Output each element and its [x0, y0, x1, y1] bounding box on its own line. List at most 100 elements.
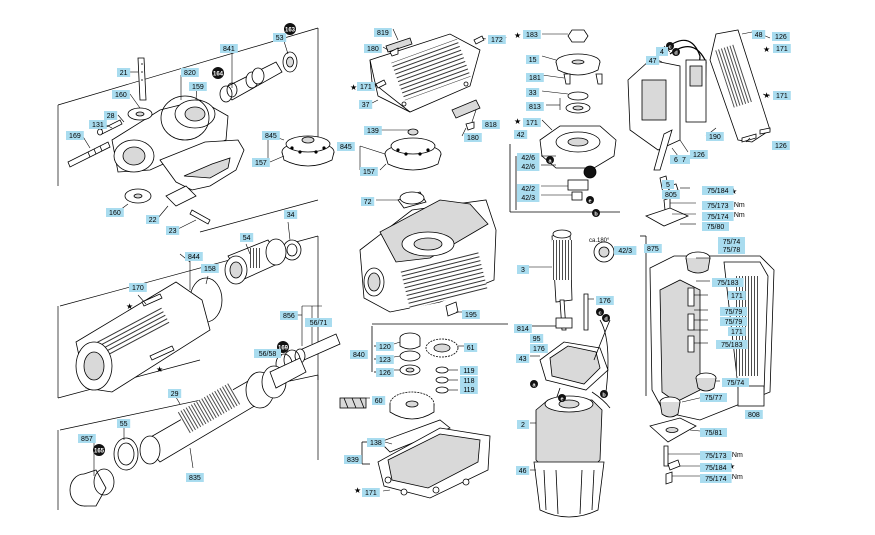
label-text: 120	[379, 344, 391, 351]
label-box	[700, 474, 732, 483]
part-label-75174b: 75/174	[700, 474, 732, 483]
label-box	[596, 296, 614, 305]
part-label-7580: 75/80	[702, 222, 729, 231]
callout-b-top: b	[592, 209, 600, 217]
part-label-75184a: 75/184	[702, 186, 734, 195]
label-text: 61	[467, 345, 475, 352]
part-label-126: 126	[376, 368, 394, 377]
part-label-176a: 176	[596, 296, 614, 305]
part-label-856: 856	[280, 311, 298, 320]
part-label-29: 29	[168, 389, 182, 398]
part-label-181: 181	[526, 73, 544, 82]
label-text: 75/74	[727, 380, 745, 387]
label-box	[254, 349, 281, 358]
label-text: 55	[120, 421, 128, 428]
label-text: 139	[367, 128, 379, 135]
label-text: 819	[377, 30, 389, 37]
label-box	[720, 307, 747, 316]
label-box	[112, 90, 130, 99]
part-label-813: 813	[526, 102, 544, 111]
label-box	[523, 30, 541, 39]
part-label-54: 54	[240, 233, 254, 242]
torque-note: 3Nm	[728, 474, 743, 481]
part-label-157a: 157	[252, 158, 270, 167]
label-text: 126	[693, 152, 705, 159]
label-text: 75/174	[707, 214, 729, 221]
label-text: 126	[379, 370, 391, 377]
label-text: 75/74	[723, 239, 741, 246]
label-box	[702, 201, 734, 210]
part-label-28: 28	[104, 111, 118, 120]
label-text: 42/6	[521, 155, 535, 162]
svg-text:e: e	[560, 396, 563, 402]
label-box	[337, 142, 355, 151]
label-box	[66, 131, 84, 140]
label-box	[117, 419, 131, 428]
part-label-72: 72	[361, 197, 375, 206]
label-text: 835	[189, 475, 201, 482]
label-box	[526, 88, 540, 97]
motor-column-group	[509, 29, 620, 518]
label-text: 53	[276, 35, 284, 42]
label-box	[460, 366, 478, 375]
svg-text:d: d	[604, 316, 607, 322]
label-text: 75/78	[723, 247, 741, 254]
label-text: 22	[149, 217, 157, 224]
label-box	[514, 324, 532, 333]
svg-text:164: 164	[213, 72, 224, 78]
part-label-75173a: 75/173	[702, 201, 734, 210]
label-box	[344, 455, 362, 464]
part-label-426a: 42/6	[517, 153, 540, 162]
label-box	[374, 28, 392, 37]
label-box	[517, 420, 529, 429]
label-text: 119	[463, 387, 474, 394]
part-label-34: 34	[284, 210, 298, 219]
label-box	[305, 318, 332, 327]
part-label-170: 170	[129, 283, 147, 292]
label-box	[772, 32, 790, 41]
label-box	[362, 488, 380, 497]
torque-notes: 3 Nm 3 Nm 3Nm 3Nm ca.180°	[589, 202, 745, 481]
callout-d-top: d	[672, 48, 680, 56]
label-box	[181, 68, 199, 77]
label-text: 171	[360, 84, 372, 91]
part-label-171g: 171	[728, 327, 746, 336]
label-box	[517, 193, 540, 202]
label-box	[706, 132, 724, 141]
part-label-835: 835	[186, 473, 204, 482]
callout-d-mid: d	[602, 314, 610, 322]
label-text: 75/183	[721, 342, 743, 349]
part-label-15: 15	[526, 55, 540, 64]
label-box	[482, 120, 500, 129]
part-label-820: 820	[181, 68, 199, 77]
star-icon: ★	[514, 31, 521, 40]
label-box	[460, 385, 478, 394]
label-text: 118	[463, 378, 474, 385]
label-box	[168, 389, 182, 398]
label-box	[357, 82, 375, 91]
part-label-423a: 42/3	[517, 193, 540, 202]
label-text: 54	[243, 235, 251, 242]
part-label-43: 43	[516, 354, 530, 363]
label-box	[690, 150, 708, 159]
label-text: 56/58	[259, 351, 277, 358]
label-box	[526, 55, 540, 64]
label-box	[728, 327, 746, 336]
label-text: 857	[81, 436, 93, 443]
label-text: 47	[649, 58, 657, 65]
label-text: 28	[107, 113, 115, 120]
part-label-180b: 180	[464, 133, 482, 142]
part-label-5671: 56/71	[305, 318, 332, 327]
label-box	[240, 233, 254, 242]
label-text: 160	[109, 210, 121, 217]
part-label-845b: 845	[337, 142, 355, 151]
svg-text:165: 165	[94, 449, 105, 455]
label-text: 814	[517, 326, 529, 333]
part-label-7579b: 75/79	[720, 317, 747, 326]
part-label-875: 875	[644, 244, 662, 253]
svg-text:a: a	[532, 382, 536, 388]
part-label-75183a: 75/183	[712, 278, 744, 287]
label-text: 845	[340, 144, 352, 151]
part-label-844: 844	[185, 252, 203, 261]
